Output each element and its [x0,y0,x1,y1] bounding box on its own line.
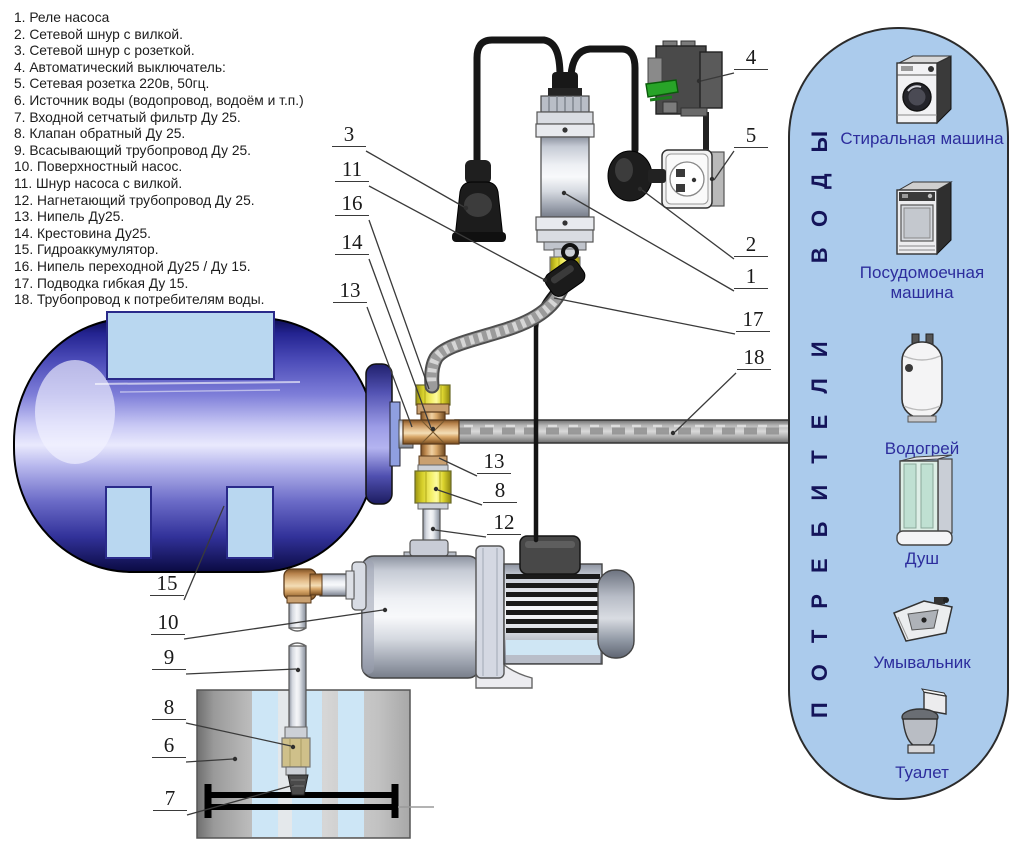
motor-fins [506,574,600,633]
callout-17: 17 [736,308,770,333]
legend-item: 1. Реле насоса [14,10,110,25]
well-check-valve [281,726,311,776]
cross-fitting-assembly [402,384,460,554]
leader-lines [183,72,737,816]
callout-2: 2 [734,233,768,258]
washing-machine-icon [896,55,952,125]
inlet-elbow [283,568,355,604]
inlet-strainer [287,774,309,796]
callout-9: 9 [152,646,186,671]
leader-dots [232,78,715,762]
legend-item: 3. Сетевой шнур с розеткой. [14,43,195,59]
sink-icon [893,597,953,642]
legend-item: 15. Гидроаккумулятор. [14,242,159,258]
shower-icon [896,454,953,546]
callout-18: 18 [737,346,771,371]
callout-10: 10 [151,611,185,636]
callout-11: 11 [335,158,369,183]
callout-13: 13 [333,279,367,304]
consumer-label-shower: Душ [904,549,940,568]
wall-socket [661,149,725,209]
legend-item: 13. Нипель Ду25. [14,209,125,225]
panel-title-text: ПОТРЕБИТЕЛИ ВОДЫ [807,109,832,718]
callout-6: 6 [152,734,186,759]
legend-item: 16. Нипель переходной Ду25 / Ду 15. [14,258,251,274]
legend-item: 17. Подводка гибкая Ду 15. [14,275,189,291]
callout-8b: 8 [483,479,517,504]
water-heater-icon [901,333,943,423]
legend-item: 2. Сетевой шнур с вилкой. [14,26,183,42]
consumer-label-dishwasher: Посудомоечная машина [859,263,985,303]
consumer-label-toilet: Туалет [895,763,949,782]
consumer-pipe [454,419,790,444]
callout-13b: 13 [477,450,511,475]
flexible-hose [424,269,573,394]
legend-item: 8. Клапан обратный Ду 25. [14,126,186,142]
relay-cables [473,36,639,166]
callout-14: 14 [335,231,369,256]
toilet-icon [901,688,948,754]
power-plug [607,150,666,202]
callout-12: 12 [487,511,521,536]
water-consumers-panel: ПОТРЕБИТЕЛИ ВОДЫ Стиральная машина [788,27,1009,800]
hydroaccumulator-tank [13,311,414,573]
pump-power-cord [533,289,555,543]
callout-16: 16 [335,192,369,217]
callout-8: 8 [152,696,186,721]
pump-plug [544,243,586,297]
breaker-lever [645,79,679,98]
legend: 1. Реле насоса 2. Сетевой шнур с вилкой.… [14,10,374,309]
consumer-label-sink: Умывальник [873,653,971,672]
legend-item: 11. Шнур насоса с вилкой. [14,175,183,191]
cord-socket [452,160,506,242]
legend-item: 12. Нагнетающий трубопровод Ду 25. [14,192,255,208]
callout-3: 3 [332,123,366,148]
consumer-label-water-heater: Водогрей [884,439,960,458]
callout-4: 4 [734,46,768,71]
legend-item: 9. Всасывающий трубопровод Ду 25. [14,142,251,158]
legend-item: 10. Поверхностный насос. [14,159,183,175]
legend-item: 6. Источник воды (водопровод, водоём и т… [14,92,304,108]
suction-pipe [288,595,307,731]
circuit-breaker [645,40,723,152]
legend-item: 18. Трубопровод к потребителям воды. [14,292,265,308]
callout-7: 7 [153,787,187,812]
legend-item: 7. Входной сетчатый фильтр Ду 25. [14,109,241,125]
callout-15: 15 [150,572,184,597]
surface-pump [351,535,635,689]
dishwasher-icon [896,181,953,256]
legend-item: 5. Сетевая розетка 220в, 50гц. [14,76,210,92]
callout-5: 5 [734,124,768,149]
consumer-label-washing-machine: Стиральная машина [840,129,1004,148]
legend-item: 4. Автоматический выключатель: [14,59,226,75]
callout-1: 1 [734,265,768,290]
legend-item: 14. Крестовина Ду25. [14,225,152,241]
